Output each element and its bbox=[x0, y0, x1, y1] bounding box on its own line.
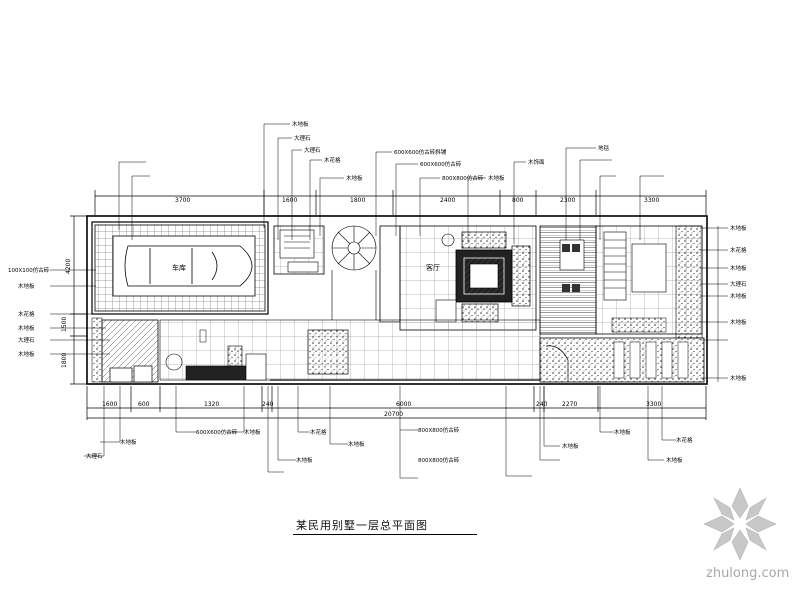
right-callout-labels: 木地板 木花格 木地板 大理石 木地板 木地板 木地板 bbox=[730, 224, 747, 382]
bottom-callout: 木花格 bbox=[310, 428, 327, 436]
left-lower-zone bbox=[91, 317, 159, 383]
bottom-dim-label: 1320 bbox=[204, 401, 219, 408]
top-callout: 木地板 bbox=[292, 120, 309, 128]
dining-table bbox=[307, 329, 349, 375]
left-callout: 木地板 bbox=[18, 350, 35, 358]
top-callout: 木地板 bbox=[346, 174, 363, 182]
left-dimension-chain bbox=[70, 215, 87, 385]
top-dim-label: 3300 bbox=[644, 197, 659, 204]
left-dimension-labels: 4200 1500 1800 bbox=[61, 259, 72, 368]
top-dim-label: 3700 bbox=[175, 197, 190, 204]
watermark-logo-icon bbox=[703, 487, 777, 561]
right-callout: 木地板 bbox=[730, 374, 747, 382]
bottom-dim-label: 1600 bbox=[102, 401, 117, 408]
top-callout: 600X600仿古砖斜铺 bbox=[394, 148, 447, 156]
bottom-callout-labels: 大理石 木地板 600X600仿古砖 木地板 木花格 800X800仿古砖 80… bbox=[86, 426, 693, 464]
top-callout: 800X800仿古砖 bbox=[442, 174, 484, 182]
top-callout: 地毯 bbox=[598, 144, 610, 152]
sofa-top bbox=[461, 231, 507, 249]
left-callout: 大理石 bbox=[18, 336, 35, 344]
top-callout-labels: 木地板 大理石 大理石 木花格 木地板 600X600仿古砖斜铺 600X600… bbox=[292, 120, 610, 182]
top-dim-label: 2400 bbox=[440, 197, 455, 204]
top-callout: 大理石 bbox=[304, 146, 321, 154]
bottom-callout: 大理石 bbox=[86, 452, 103, 460]
dining-zone bbox=[159, 319, 541, 381]
top-callout: 600X600仿古砖 bbox=[420, 160, 462, 168]
left-dim-label: 4200 bbox=[65, 259, 72, 274]
bottom-callout: 800X800仿古砖 bbox=[418, 456, 460, 464]
bottom-callout: 木地板 bbox=[244, 428, 261, 436]
bottom-callout: 600X600仿古砖 bbox=[196, 428, 238, 436]
bottom-dim-label: 3300 bbox=[646, 401, 661, 408]
entrance-hall bbox=[273, 225, 325, 275]
left-callout: 木花格 bbox=[18, 310, 35, 318]
bottom-callout: 800X800仿古砖 bbox=[418, 426, 460, 434]
bottom-callout: 木地板 bbox=[120, 438, 137, 446]
bottom-dim-label: 6000 bbox=[396, 401, 411, 408]
right-callout-leaders bbox=[700, 226, 728, 382]
sofa-bottom bbox=[461, 303, 499, 323]
living-room-label: 客厅 bbox=[426, 263, 440, 272]
sofa-right bbox=[511, 245, 531, 307]
bottom-callout: 木地板 bbox=[348, 440, 365, 448]
left-dim-label: 1800 bbox=[61, 353, 68, 368]
title-underline bbox=[293, 534, 477, 535]
left-callout: 100X100仿古砖 bbox=[8, 266, 50, 274]
lower-right-yard bbox=[539, 337, 705, 383]
bottom-dim-label: 2270 bbox=[562, 401, 577, 408]
right-callout: 木地板 bbox=[730, 264, 747, 272]
top-dim-label: 2300 bbox=[560, 197, 575, 204]
top-dimension-labels: 3700 1600 1800 2400 800 2300 3300 bbox=[175, 197, 659, 204]
garage-label: 车库 bbox=[172, 263, 186, 272]
drawing-title: 某民用别墅一层总平面图 bbox=[296, 519, 428, 532]
right-callout: 木地板 bbox=[730, 292, 747, 300]
bottom-callout: 木地板 bbox=[614, 428, 631, 436]
top-dim-label: 1800 bbox=[350, 197, 365, 204]
bottom-callout: 木地板 bbox=[666, 456, 683, 464]
kitchen-counter bbox=[185, 365, 247, 381]
outer-walls bbox=[86, 215, 708, 385]
bottom-dim-label: 240 bbox=[536, 401, 548, 408]
garage-zone: 车库 bbox=[94, 224, 266, 312]
right-callout: 木花格 bbox=[730, 246, 747, 254]
watermark-text: zhulong.com bbox=[706, 566, 790, 581]
bottom-callout: 木地板 bbox=[562, 442, 579, 450]
bottom-dimension-labels: 1600 600 1320 240 6000 240 2270 3300 207… bbox=[102, 401, 661, 418]
right-callout: 木地板 bbox=[730, 318, 747, 326]
right-study bbox=[539, 225, 597, 335]
left-dim-label: 1500 bbox=[61, 317, 68, 332]
top-callout: 大理石 bbox=[294, 134, 311, 142]
bottom-callout: 木花格 bbox=[676, 436, 693, 444]
left-callout: 木地板 bbox=[18, 324, 35, 332]
top-callout: 木地板 bbox=[488, 174, 505, 182]
top-dim-label: 1600 bbox=[282, 197, 297, 204]
left-callout-labels: 100X100仿古砖 木地板 木花格 木地板 大理石 木地板 bbox=[8, 266, 50, 358]
total-dim-label: 20700 bbox=[384, 411, 403, 418]
top-dim-label: 800 bbox=[512, 197, 524, 204]
partition-wall bbox=[379, 225, 401, 323]
top-callout: 木花格 bbox=[324, 156, 341, 164]
top-callout: 木饰面 bbox=[528, 158, 545, 166]
bottom-callout: 木地板 bbox=[296, 456, 313, 464]
bottom-dim-label: 600 bbox=[138, 401, 150, 408]
spiral-stair-icon bbox=[331, 225, 377, 320]
coffee-table bbox=[469, 263, 499, 289]
bottom-callout-leaders bbox=[84, 386, 676, 479]
top-callout-leaders bbox=[118, 123, 664, 244]
right-callout: 木地板 bbox=[730, 224, 747, 232]
lamp-icon bbox=[441, 233, 455, 247]
right-court bbox=[595, 225, 703, 339]
left-callout: 木地板 bbox=[18, 282, 35, 290]
right-callout: 大理石 bbox=[730, 280, 747, 288]
car-icon bbox=[124, 245, 253, 287]
left-callout-leaders bbox=[50, 269, 110, 355]
